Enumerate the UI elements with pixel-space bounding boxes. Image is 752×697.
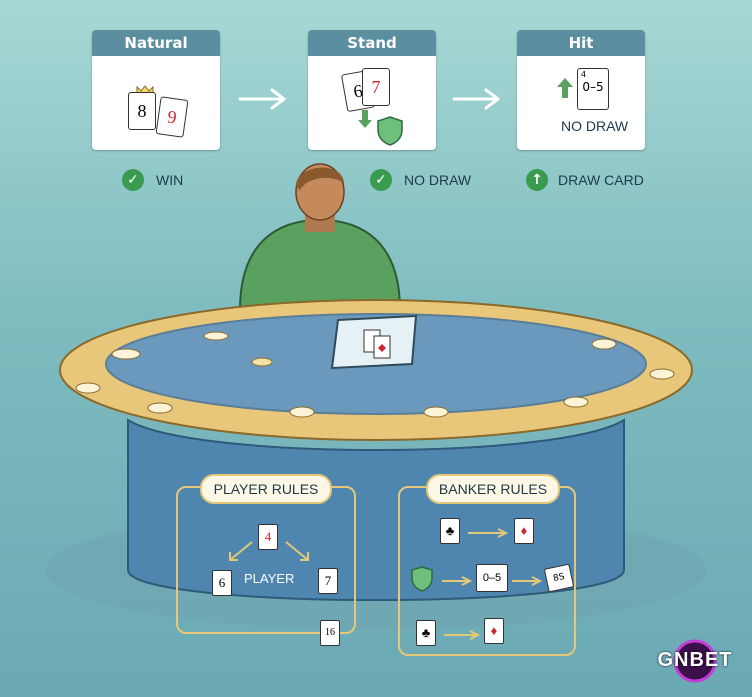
stand-caption: NO DRAW bbox=[404, 172, 472, 188]
arrow-down-icon bbox=[358, 110, 372, 132]
hit-card: Hit 4 0–5 NO DRAW bbox=[517, 30, 645, 150]
hit-card-corner: 4 bbox=[581, 70, 587, 79]
hit-note: NO DRAW bbox=[561, 118, 629, 134]
banker-rules-label: BANKER RULES bbox=[426, 474, 560, 504]
arrow-right-down-icon bbox=[284, 540, 312, 568]
card-eight-value: 8 bbox=[137, 101, 147, 121]
casino-table-illustration bbox=[46, 163, 706, 630]
check-icon: ✓ bbox=[370, 169, 392, 191]
natural-caption: WIN bbox=[156, 172, 184, 188]
shield-icon bbox=[376, 116, 404, 150]
player-sixteen-card: 16 bbox=[320, 620, 340, 646]
stand-title: Stand bbox=[308, 30, 436, 56]
card-seven: 7 bbox=[362, 68, 390, 106]
hit-caption: DRAW CARD bbox=[558, 172, 644, 188]
player-six-card: 6 bbox=[212, 570, 232, 596]
banker-diamond-card: ♦ bbox=[514, 518, 534, 544]
hit-range: 0–5 bbox=[582, 80, 604, 94]
gnbet-logo: GNBET bbox=[650, 636, 740, 686]
stand-card: Stand 6 7 bbox=[308, 30, 436, 150]
check-icon: ✓ bbox=[122, 169, 144, 191]
hit-card-mini: 4 0–5 bbox=[577, 68, 609, 110]
banker-diamond-card-2: ♦ bbox=[484, 618, 504, 644]
arrow-up-icon: ↑ bbox=[526, 169, 548, 191]
crown-icon bbox=[136, 80, 154, 95]
player-rules-label: PLAYER RULES bbox=[200, 474, 332, 504]
player-text: PLAYER bbox=[244, 571, 295, 586]
arrow-right-icon bbox=[452, 88, 502, 114]
card-nine: 9 bbox=[155, 96, 189, 138]
arrow-right-icon bbox=[238, 88, 288, 114]
natural-card: Natural 8 9 bbox=[92, 30, 220, 150]
card-nine-value: 9 bbox=[166, 106, 178, 128]
arrow-up-icon bbox=[557, 78, 573, 102]
logo-text: GNBET bbox=[657, 649, 733, 671]
natural-title: Natural bbox=[92, 30, 220, 56]
arrow-left-down-icon bbox=[226, 540, 254, 568]
arrow-right-icon bbox=[466, 524, 510, 543]
player-seven-card: 7 bbox=[318, 568, 338, 594]
arrow-right-icon bbox=[510, 572, 544, 591]
arrow-right-icon bbox=[442, 626, 482, 645]
banker-club-card-2: ♣ bbox=[416, 620, 436, 646]
shield-icon bbox=[410, 566, 434, 596]
hit-title: Hit bbox=[517, 30, 645, 56]
card-eight: 8 bbox=[128, 92, 156, 130]
player-rules-box bbox=[176, 486, 356, 634]
player-top-card: 4 bbox=[258, 524, 278, 550]
arrow-right-icon bbox=[440, 572, 474, 591]
card-seven-value: 7 bbox=[371, 77, 381, 97]
banker-club-card: ♣ bbox=[440, 518, 460, 544]
banker-range-card: 0–5 bbox=[476, 564, 508, 592]
